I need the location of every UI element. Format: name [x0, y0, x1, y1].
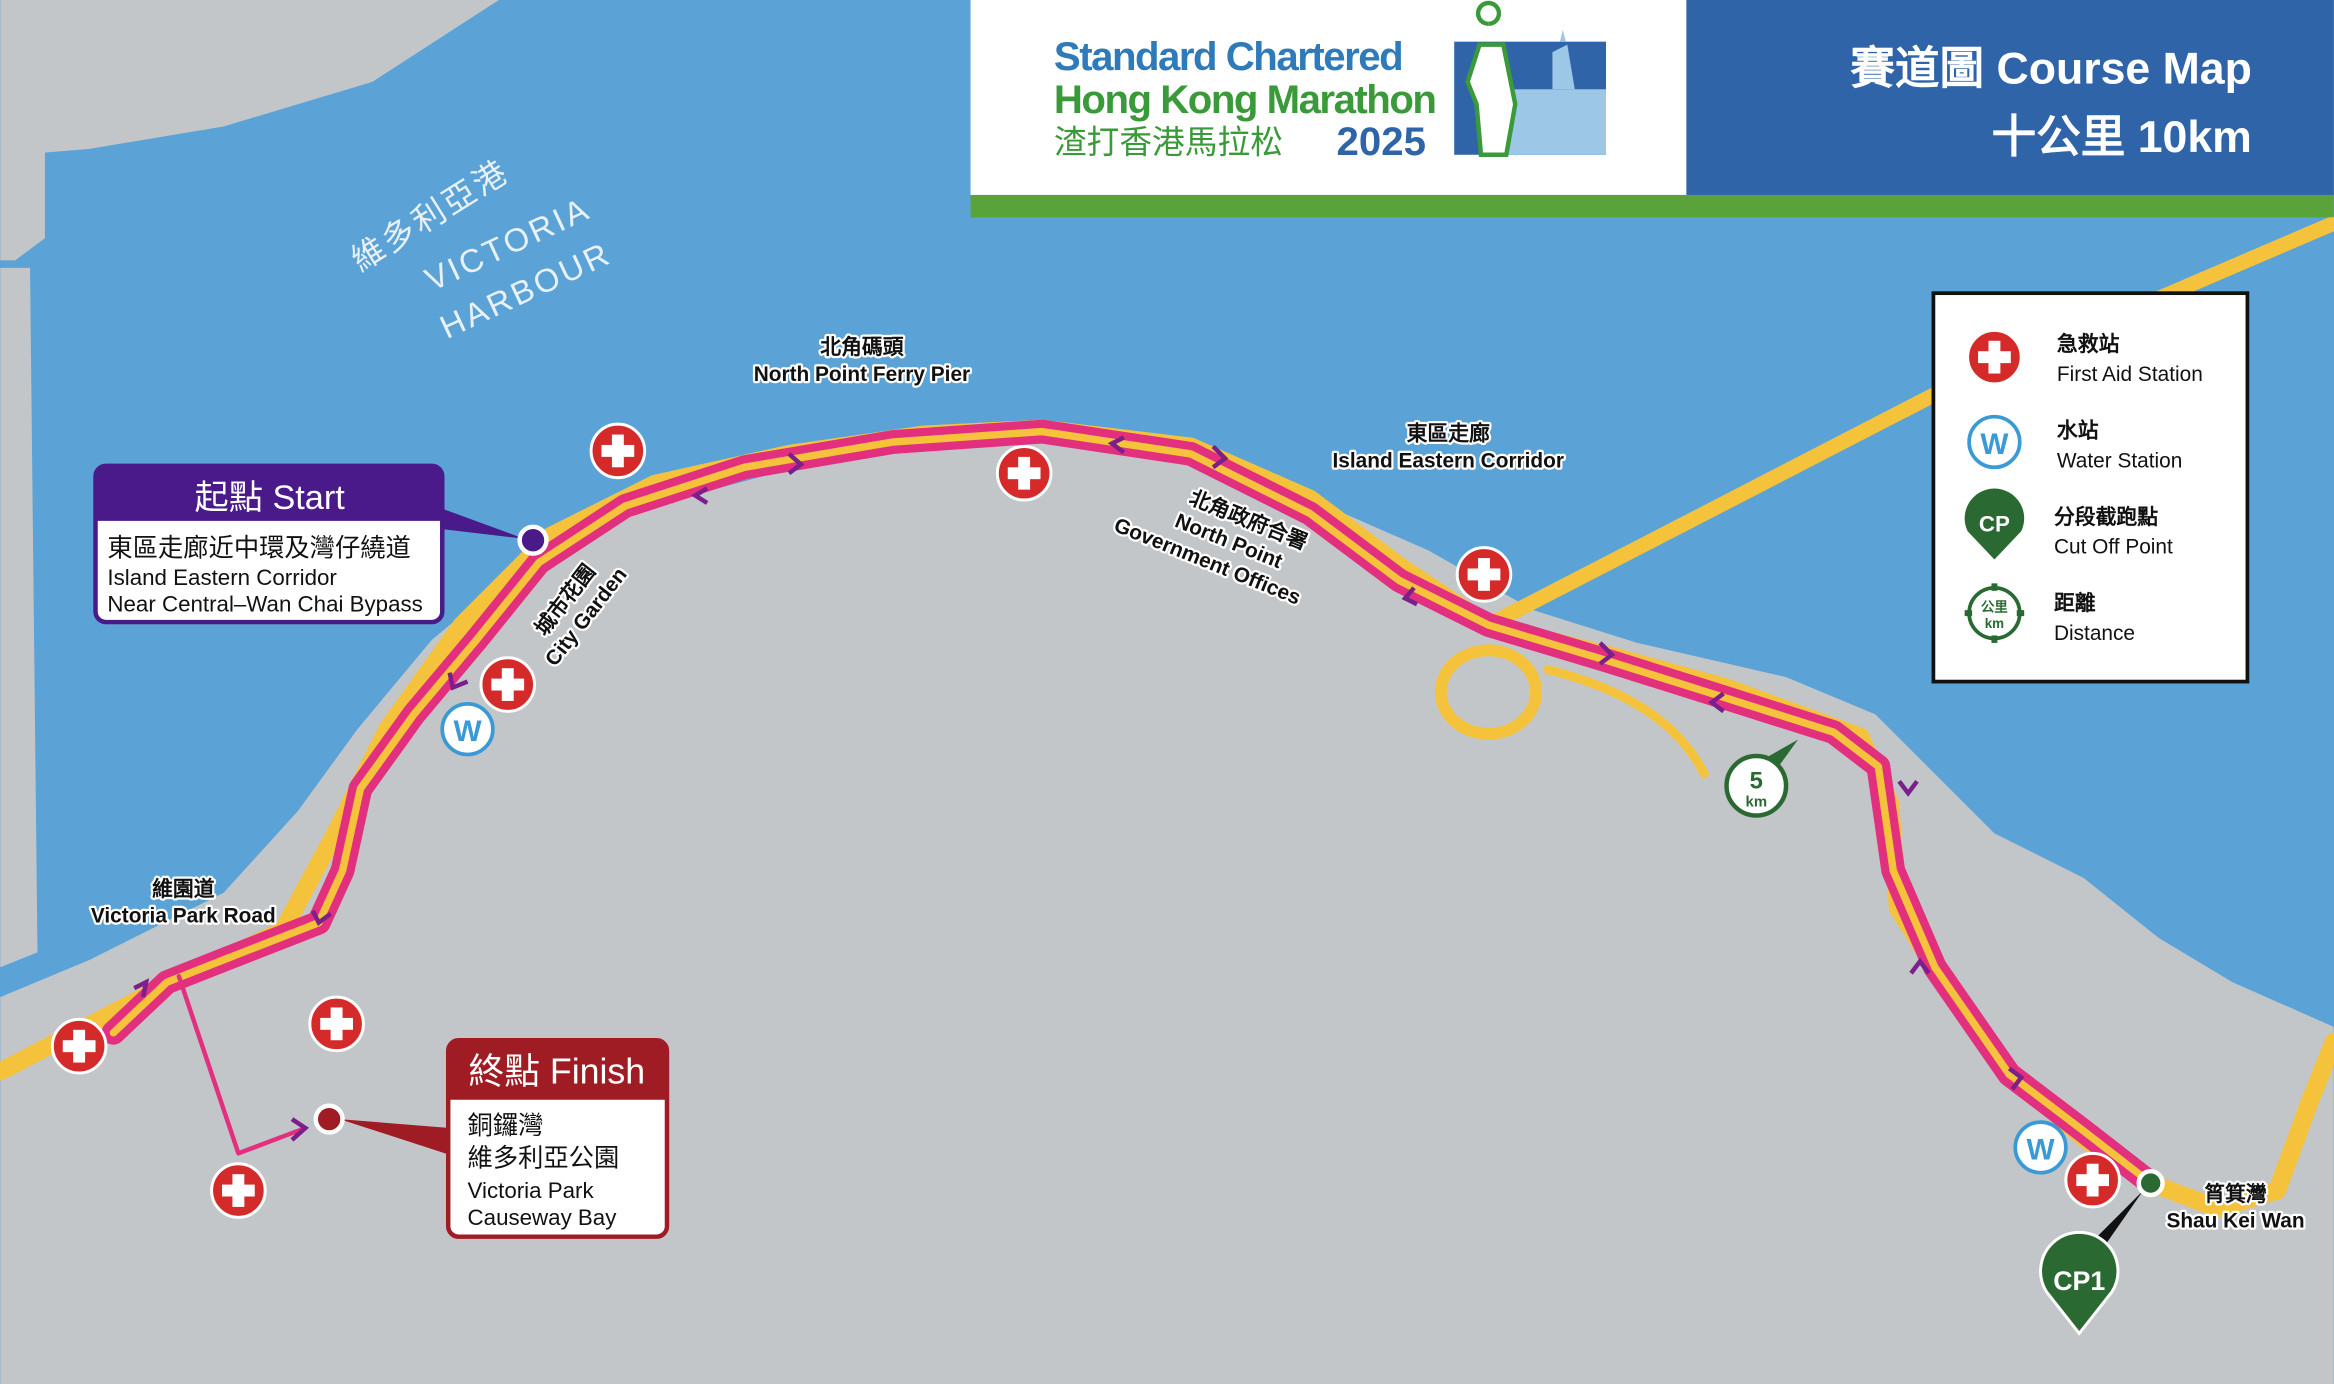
finish-line1: 銅鑼灣: [468, 1112, 544, 1140]
first-aid-icon: [308, 995, 365, 1053]
pier-left: [0, 267, 38, 968]
finish-line2: 維多利亞公園: [468, 1145, 620, 1173]
first-aid-icon: [589, 422, 647, 480]
finish-point-dot: [313, 1103, 345, 1135]
distance-icon: [1724, 753, 1789, 818]
first-aid-icon: [479, 656, 537, 713]
checkpoint-label: CP1: [2053, 1266, 2105, 1296]
checkpoint-dot: [2136, 1168, 2165, 1198]
ferry-pier-zh: 北角碼頭: [820, 335, 903, 359]
legend-distance-en: Distance: [2054, 622, 2135, 645]
finish-line3: Victoria Park: [468, 1178, 595, 1203]
legend-first-aid-zh: 急救站: [2057, 332, 2120, 356]
runner-logo-icon: [1454, 0, 1607, 158]
shau-kei-wan-zh: 筲箕灣: [2204, 1182, 2267, 1206]
legend-cutoff-icon: [1964, 488, 2025, 560]
first-aid-icon: [2064, 1151, 2121, 1209]
kowloon-land: [0, 0, 499, 157]
legend-water-letter: W: [1980, 428, 2009, 461]
start-callout: 起點 Start 東區走廊近中環及灣仔繞道 Island Eastern Cor…: [93, 463, 549, 625]
legend-distance-zh: 距離: [2054, 591, 2096, 615]
water-station: W: [440, 702, 495, 757]
distance-marker-5km: 5 km: [1724, 739, 1798, 818]
start-point-dot: [517, 524, 549, 556]
water-station-icon: [2013, 1120, 2068, 1175]
first-aid-icon: [1455, 546, 1513, 603]
distance-value: 5: [1750, 768, 1763, 795]
water-station-icon: [440, 702, 495, 757]
legend-water-zh: 水站: [2057, 419, 2099, 443]
iec-zh: 東區走廊: [1407, 421, 1490, 445]
start-line2: Island Eastern Corridor: [107, 565, 337, 590]
title-banner: [1686, 0, 2334, 195]
start-title: 起點 Start: [195, 479, 346, 517]
legend: 急救站 First Aid Station W 水站 Water Station…: [1931, 291, 2250, 684]
map-subtitle-distance: 十公里 10km: [1991, 113, 2251, 162]
ferry-pier-en: North Point Ferry Pier: [754, 363, 970, 386]
green-strip: [970, 194, 2334, 218]
legend-cutoff-zh: 分段截跑點: [2054, 505, 2158, 529]
water-station: W: [2013, 1120, 2068, 1175]
first-aid-icon: [995, 444, 1053, 502]
water-station-letter: W: [454, 715, 483, 748]
logo-year: 2025: [1337, 119, 1426, 164]
finish-callout: 終點 Finish 銅鑼灣 維多利亞公園 Victoria Park Cause…: [313, 1038, 670, 1239]
victoria-park-road-en: Victoria Park Road: [91, 905, 276, 928]
legend-water-en: Water Station: [2057, 449, 2182, 472]
legend-first-aid-icon: [1966, 328, 2023, 386]
first-aid-icon: [50, 1017, 108, 1075]
start-line3: Near Central–Wan Chai Bypass: [107, 592, 422, 617]
victoria-park-road-zh: 維園道: [152, 877, 215, 901]
legend-distance-icon-en: km: [1985, 616, 2004, 631]
finish-line4: Causeway Bay: [468, 1205, 618, 1230]
water-station-letter: W: [2027, 1133, 2056, 1166]
kowloon-pier: [0, 148, 45, 261]
map-title: 賽道圖 Course Map: [1850, 44, 2252, 93]
legend-water-icon: [1967, 414, 2022, 470]
finish-title: 終點 Finish: [469, 1051, 646, 1091]
shau-kei-wan-en: Shau Kei Wan: [2166, 1210, 2304, 1233]
checkpoint-cp1: CP1: [2039, 1168, 2165, 1336]
distance-unit: km: [1746, 795, 1768, 811]
header: Standard Chartered Hong Kong Marathon 渣打…: [970, 0, 2334, 218]
start-line1: 東區走廊近中環及灣仔繞道: [107, 535, 410, 563]
legend-cutoff-icon-text: CP: [1979, 511, 2010, 536]
direction-arrows: [133, 435, 2025, 1142]
first-aid-icon: [210, 1162, 267, 1219]
logo-line3-zh: 渣打香港馬拉松: [1054, 123, 1283, 160]
legend-distance-icon-zh: 公里: [1981, 600, 2008, 615]
legend-cutoff-en: Cut Off Point: [2054, 536, 2173, 559]
legend-first-aid-en: First Aid Station: [2057, 363, 2203, 386]
place-labels: 北角碼頭 North Point Ferry Pier 東區走廊 Island …: [89, 333, 2307, 1235]
iec-en: Island Eastern Corridor: [1333, 449, 1564, 472]
legend-distance-icon: [1964, 583, 2025, 643]
checkpoint-pin-icon: [2039, 1230, 2120, 1336]
logo-line1: Standard Chartered: [1054, 34, 1402, 79]
logo-line2: Hong Kong Marathon: [1054, 77, 1436, 122]
